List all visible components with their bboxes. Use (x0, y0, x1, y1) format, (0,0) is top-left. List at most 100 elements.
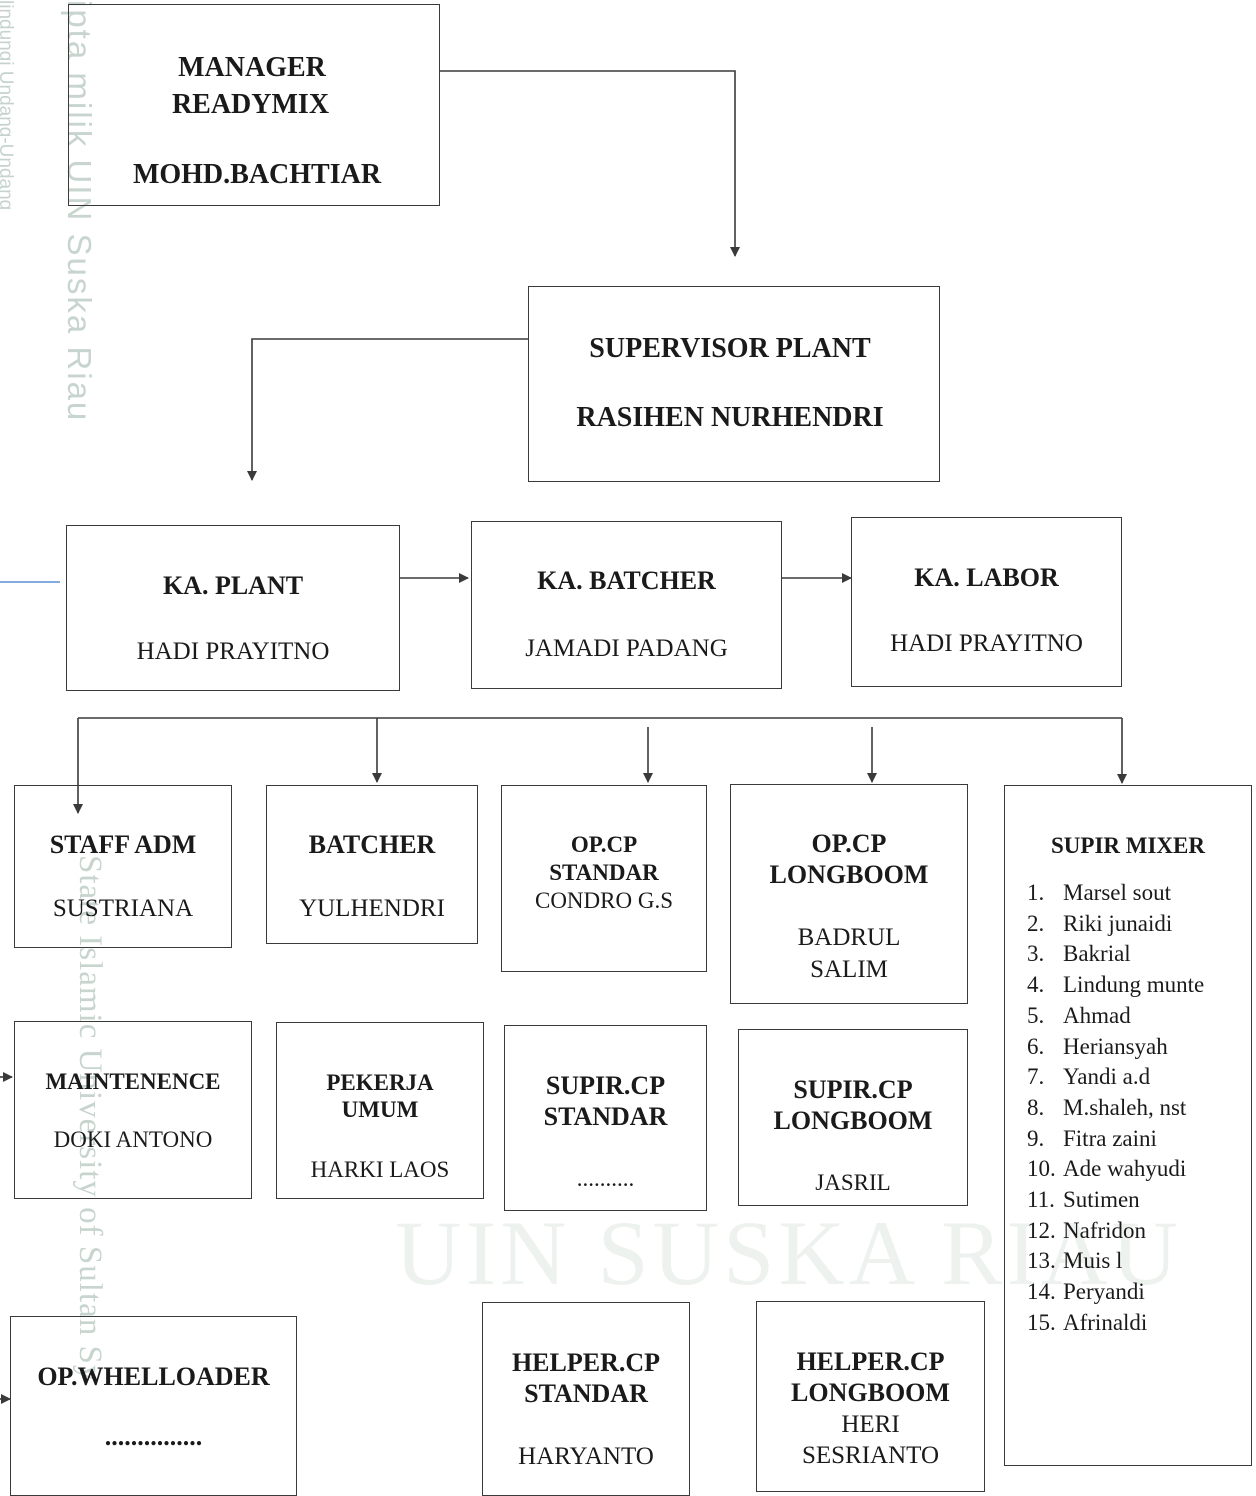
supir-mixer-item-number: 12. (1027, 1217, 1056, 1243)
manager-box: MANAGER READYMIX MOHD.BACHTIAR (68, 4, 440, 206)
pekerja-umum-title-line1: PEKERJA (326, 1070, 434, 1095)
supir-mixer-item-name: Marsel sout (1063, 880, 1171, 905)
ka-plant-box: KA. PLANT HADI PRAYITNO (66, 525, 400, 691)
op-cp-longboom-box: OP.CP LONGBOOM BADRUL SALIM (730, 784, 968, 1004)
supir-mixer-title: SUPIR MIXER (1051, 833, 1205, 858)
op-cp-standar-title-line1: OP.CP (570, 832, 638, 857)
supir-mixer-item-name: Afrinaldi (1063, 1309, 1148, 1335)
connector-manager-supervisor (440, 70, 740, 257)
ka-plant-name: HADI PRAYITNO (136, 638, 330, 665)
supir-mixer-item-number: 15. (1027, 1309, 1056, 1335)
supir-mixer-item: 11.Sutimen (1027, 1185, 1204, 1216)
manager-title-line1: MANAGER (178, 52, 326, 83)
op-cp-standar-title-line2: STANDAR (549, 860, 659, 885)
supir-mixer-item: 12. Nafridon (1027, 1216, 1204, 1247)
helper-cp-longboom-box: HELPER.CP LONGBOOM HERI SESRIANTO (756, 1301, 985, 1492)
op-cp-longboom-title-line1: OP.CP (811, 829, 887, 858)
supir-mixer-item-number: 7. (1027, 1064, 1045, 1090)
supir-mixer-item-number: 4. (1027, 972, 1045, 998)
supir-cp-longboom-name: JASRIL (815, 1170, 891, 1195)
helper-cp-standar-title-line1: HELPER.CP (511, 1348, 661, 1377)
op-whelloader-box: OP.WHELLOADER ............... (10, 1316, 297, 1496)
supir-mixer-item-number: 14. (1027, 1279, 1056, 1305)
ka-batcher-box: KA. BATCHER JAMADI PADANG (471, 521, 782, 689)
supervisor-title: SUPERVISOR PLANT (589, 333, 871, 364)
ka-batcher-name: JAMADI PADANG (525, 635, 728, 662)
supir-mixer-item: 8.M.shaleh, nst (1027, 1093, 1204, 1124)
ka-labor-box: KA. LABOR HADI PRAYITNO (851, 517, 1122, 687)
helper-cp-standar-title-line2: STANDAR (524, 1379, 648, 1408)
pekerja-umum-title-line2: UMUM (341, 1097, 419, 1122)
pekerja-umum-box: PEKERJA UMUM HARKI LAOS (276, 1022, 484, 1199)
supir-mixer-item-name: Ahmad (1063, 1002, 1131, 1028)
ka-labor-name: HADI PRAYITNO (890, 630, 1083, 657)
supir-mixer-item: 2.Riki junaidi (1027, 909, 1204, 940)
supir-mixer-item-number: 5. (1027, 1002, 1045, 1028)
maintenence-box: MAINTENENCE DOKI ANTONO (14, 1021, 252, 1199)
supir-mixer-item: 14. Peryandi (1027, 1277, 1204, 1308)
ka-batcher-title: KA. BATCHER (537, 566, 716, 595)
manager-title-line2: READYMIX (171, 89, 330, 120)
supir-mixer-item-name: Yandi a.d (1063, 1064, 1151, 1090)
supir-mixer-item-name: Heriansyah (1063, 1033, 1168, 1059)
supir-cp-standar-title-line1: SUPIR.CP (545, 1071, 666, 1100)
supir-mixer-item-number: 9. (1027, 1125, 1045, 1151)
supir-mixer-item: 10.Ade wahyudi (1027, 1154, 1204, 1185)
supir-mixer-item-number: 1. (1027, 880, 1045, 905)
supir-mixer-item-name: Sutimen (1063, 1187, 1140, 1213)
supir-mixer-item: 1. Marsel sout (1027, 878, 1204, 909)
supir-mixer-item-name: Peryandi (1063, 1279, 1145, 1305)
batcher-box: BATCHER YULHENDRI (266, 785, 478, 944)
maintenence-title: MAINTENENCE (45, 1069, 221, 1094)
pekerja-umum-name: HARKI LAOS (310, 1157, 450, 1182)
supir-cp-standar-name: .......... (576, 1166, 635, 1191)
supir-mixer-item: 9. Fitra zaini (1027, 1124, 1204, 1155)
op-whelloader-name: ............... (104, 1422, 203, 1451)
supir-mixer-item: 5. Ahmad (1027, 1001, 1204, 1032)
ka-plant-title: KA. PLANT (162, 571, 304, 600)
supervisor-name: RASIHEN NURHENDRI (576, 402, 884, 433)
supir-mixer-item-name: Bakrial (1063, 941, 1131, 967)
supir-mixer-item-number: 13. (1027, 1248, 1056, 1274)
supir-mixer-item-number: 3. (1027, 941, 1045, 967)
op-cp-standar-box: OP.CP STANDAR CONDRO G.S (501, 785, 707, 972)
manager-name: MOHD.BACHTIAR (132, 159, 382, 190)
supir-cp-standar-box: SUPIR.CP STANDAR .......... (504, 1025, 707, 1211)
op-cp-longboom-name-line2: SALIM (810, 956, 888, 983)
batcher-title: BATCHER (308, 830, 436, 859)
helper-cp-longboom-name-line1: HERI (841, 1411, 900, 1438)
supir-mixer-item: 13. Muis l (1027, 1246, 1204, 1277)
supir-cp-longboom-box: SUPIR.CP LONGBOOM JASRIL (738, 1029, 968, 1206)
supir-mixer-item-name: Lindung munte (1063, 972, 1205, 998)
supir-mixer-item: 4. Lindung munte (1027, 970, 1204, 1001)
helper-cp-longboom-title-line2: LONGBOOM (791, 1378, 950, 1407)
op-cp-standar-name: CONDRO G.S (534, 888, 674, 913)
helper-cp-standar-box: HELPER.CP STANDAR HARYANTO (482, 1302, 690, 1496)
op-whelloader-title: OP.WHELLOADER (37, 1362, 270, 1391)
supir-mixer-item: 15. Afrinaldi (1027, 1308, 1204, 1339)
supir-mixer-item: 7. Yandi a.d (1027, 1062, 1204, 1093)
supir-mixer-item-name: Muis l (1063, 1248, 1123, 1274)
ka-labor-title: KA. LABOR (914, 563, 1059, 592)
supir-cp-longboom-title-line2: LONGBOOM (773, 1106, 933, 1135)
connector-supervisor-kaplant (247, 338, 528, 481)
supir-mixer-item: 6. Heriansyah (1027, 1032, 1204, 1063)
supir-mixer-item-name: Fitra zaini (1063, 1125, 1157, 1151)
batcher-name: YULHENDRI (299, 895, 445, 922)
staff-adm-title: STAFF ADM (49, 830, 197, 859)
staff-adm-name: SUSTRIANA (52, 895, 194, 922)
supir-mixer-item-number: 6. (1027, 1033, 1045, 1059)
helper-cp-standar-name: HARYANTO (518, 1443, 654, 1470)
supir-mixer-item-number: 8. (1027, 1094, 1045, 1120)
supir-mixer-item: 3. Bakrial (1027, 939, 1204, 970)
op-cp-longboom-name-line1: BADRUL (797, 924, 901, 951)
supir-mixer-item-name: Nafridon (1063, 1217, 1147, 1243)
supir-mixer-item-number: 10. (1027, 1156, 1056, 1182)
helper-cp-longboom-name-line2: SESRIANTO (801, 1442, 940, 1469)
helper-cp-longboom-title-line1: HELPER.CP (796, 1347, 945, 1376)
op-cp-longboom-title-line2: LONGBOOM (769, 860, 929, 889)
maintenence-name: DOKI ANTONO (53, 1127, 213, 1152)
